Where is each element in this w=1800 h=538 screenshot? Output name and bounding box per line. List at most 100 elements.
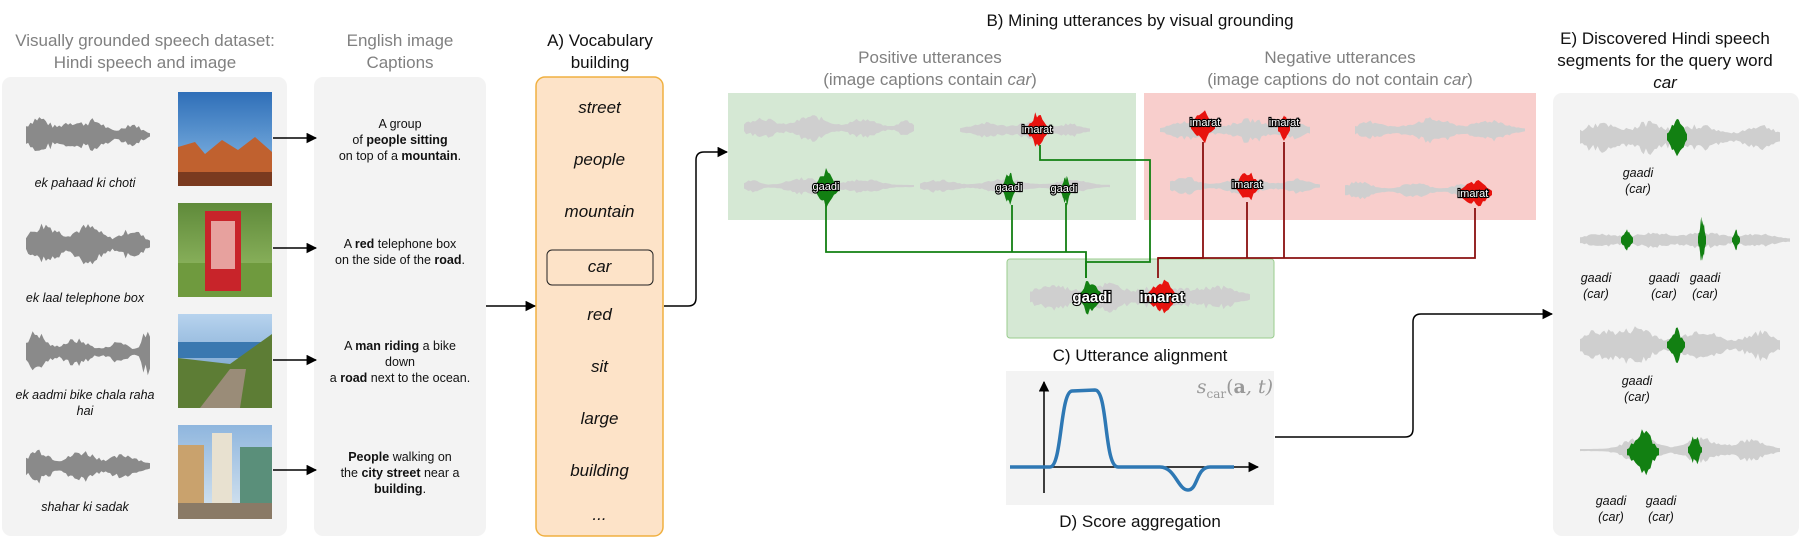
discovered-gloss: (car) (1624, 390, 1650, 404)
caption-fragment: . (422, 482, 427, 496)
street (178, 503, 272, 519)
vocab-word: street (578, 98, 621, 117)
building (212, 433, 232, 505)
telephone-box-window (211, 221, 235, 269)
formula-subscript: car (1206, 386, 1227, 401)
positive-title-prefix: (image captions contain (823, 70, 1008, 89)
discovered-word: gaadi (1621, 374, 1653, 388)
gaadi-tag: gaadi (1051, 183, 1078, 195)
caption-keyword: road (340, 371, 368, 385)
positive-title-line2: (image captions contain car) (760, 69, 1100, 91)
negative-title-prefix: (image captions do not contain (1207, 70, 1444, 89)
road (200, 369, 246, 408)
gaadi-segment (1002, 172, 1016, 206)
discovered-segment-label: gaadi(car) (1631, 493, 1691, 525)
caption-fragment: a (329, 371, 341, 385)
caption-fragment: down (385, 355, 415, 369)
utterance-label: ek laal telephone box (25, 291, 145, 305)
negative-title-line2: (image captions do not contain car) (1160, 69, 1520, 91)
gaadi-segment (1667, 327, 1685, 364)
vocab-word-highlighted: car (587, 257, 612, 276)
vocab-list: street people mountain car red sit large… (536, 0, 663, 538)
imarat-segment (1234, 172, 1260, 201)
discovered-segment-label: gaadi(car) (1566, 270, 1626, 302)
vocab-word: sit (591, 357, 608, 376)
caption-keyword: people sitting (366, 133, 448, 147)
discovered-title-line1: E) Discovered Hindi speech (1560, 29, 1770, 48)
score-panel (1006, 371, 1274, 505)
positive-title-word: car (1007, 70, 1032, 89)
utterance-waveform (26, 117, 150, 151)
discovered-gloss: (car) (1625, 182, 1651, 196)
formula-s: s (1196, 376, 1207, 398)
score-title: D) Score aggregation (1059, 512, 1221, 531)
imarat-link (1158, 208, 1476, 259)
caption-keyword: man riding (355, 339, 420, 353)
discovered-word: gaadi (1622, 166, 1654, 180)
utterance-waveform (26, 449, 150, 484)
score-to-discovered-arrow (1275, 308, 1554, 438)
caption-fragment: on the side of the (335, 253, 435, 267)
negative-title-word: car (1443, 70, 1468, 89)
caption-fragment: A (344, 339, 356, 353)
positive-waveform (960, 121, 1090, 140)
caption-fragment: A group (378, 117, 422, 131)
vocab-to-mining-arrow (664, 146, 729, 307)
discovered-title-line2: segments for the query word (1557, 51, 1773, 70)
dataset-title: Visually grounded speech dataset: Hindi … (0, 30, 290, 74)
formula-a: a (1233, 376, 1246, 398)
rock-base (178, 172, 272, 186)
discovered-word: gaadi (1645, 494, 1677, 508)
discovered-gloss: (car) (1583, 287, 1609, 301)
gaadi-segment (1698, 216, 1706, 261)
imarat-segment (1147, 279, 1177, 314)
captions-title: English image Captions (314, 30, 486, 74)
utterance-waveform (26, 331, 150, 376)
score-curve (1010, 388, 1234, 492)
hillside (178, 334, 272, 408)
vocab-word: mountain (564, 202, 635, 221)
photos (178, 92, 272, 519)
discovered-gloss: (car) (1598, 510, 1624, 524)
caption-fragment: A (343, 237, 355, 251)
vocab-word: large (580, 409, 619, 428)
formula-rest: , t) (1245, 376, 1273, 398)
discovered-segment-label: gaadi(car) (1675, 270, 1735, 302)
mountain-photo (178, 92, 272, 186)
vocab-title-line1: A) Vocabulary (547, 31, 653, 50)
caption-fragment: a bike (419, 339, 456, 353)
caption-fragment: . (461, 253, 465, 267)
caption-keyword: road (434, 253, 462, 267)
caption-fragment: telephone box (374, 237, 457, 251)
imarat-segment (1278, 115, 1290, 141)
caption-keyword: building (373, 482, 423, 496)
caption-fragment: . (457, 149, 462, 163)
alignment-title: C) Utterance alignment (1052, 346, 1228, 365)
gaadi-link (1039, 145, 1151, 278)
negative-waveform (1345, 181, 1485, 200)
bike-ocean-photo (178, 314, 272, 408)
discovered-title: E) Discovered Hindi speech segments for … (1530, 28, 1800, 94)
discovered-segment-label: gaadi (car) (1607, 373, 1667, 405)
telephone-box-photo (178, 203, 272, 297)
gaadi-tag: gaadi (813, 181, 840, 193)
positive-waveform (744, 115, 914, 142)
utterance-waveform (26, 223, 150, 265)
vocab-word: people (573, 150, 626, 169)
gaadi-segment (1688, 436, 1702, 465)
caption-fragment: next to the ocean. (367, 371, 471, 385)
gaadi-segment (1621, 229, 1633, 251)
discovered-word: gaadi (1595, 494, 1627, 508)
caption-fragment: on top of a (338, 149, 402, 163)
negative-title: Negative utterances (image captions do n… (1160, 47, 1520, 91)
caption-fragment: near a (420, 466, 460, 480)
caption-keyword: People (348, 450, 390, 464)
gaadi-tag: gaadi (1072, 289, 1111, 306)
captions-title-line2: Captions (366, 53, 434, 72)
discovered-word: gaadi (1648, 271, 1680, 285)
vocab-title: A) Vocabulary building (520, 30, 680, 74)
negative-title-suffix: ) (1467, 70, 1473, 89)
utterance-label: ek aadmi bike chala raha hai (15, 388, 155, 418)
